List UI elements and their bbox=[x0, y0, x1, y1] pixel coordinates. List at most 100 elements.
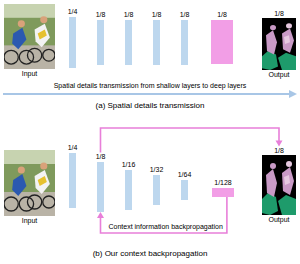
feature-bar bbox=[97, 162, 104, 212]
input-photo bbox=[4, 4, 55, 69]
picture-part bbox=[278, 53, 296, 70]
feature-map-node: 1/16 bbox=[122, 161, 136, 210]
connector-line bbox=[100, 128, 279, 153]
label-holder: Spatial details transmission from shallo… bbox=[54, 82, 247, 90]
feature-bar bbox=[181, 180, 188, 200]
feature-bar bbox=[97, 20, 104, 65]
label-holder: (a) Spatial details transmission bbox=[96, 101, 205, 111]
scale-label: 1/32 bbox=[150, 166, 164, 174]
picture-part bbox=[266, 169, 277, 197]
feature-map-node: 1/4 bbox=[68, 144, 78, 208]
segmentation-output bbox=[262, 155, 296, 215]
scale-label: 1/8 bbox=[96, 11, 106, 19]
picture-part bbox=[12, 28, 26, 50]
image-node: Input bbox=[4, 4, 55, 78]
arrow-head bbox=[97, 212, 104, 218]
picture-part bbox=[278, 195, 296, 215]
image-node: 1/8Output bbox=[262, 10, 296, 80]
feature-bar bbox=[211, 20, 233, 64]
picture-part bbox=[4, 150, 55, 216]
picture-part bbox=[262, 51, 278, 70]
picture-part bbox=[18, 20, 25, 27]
scale-label: 1/8 bbox=[124, 11, 134, 19]
feature-map-node: 1/8 bbox=[124, 11, 134, 65]
feature-bar bbox=[153, 175, 160, 205]
picture-part bbox=[284, 35, 290, 44]
scale-label: 1/4 bbox=[68, 8, 78, 16]
feature-bar bbox=[153, 20, 160, 65]
connector-line bbox=[100, 197, 226, 233]
feature-map-node: 1/4 bbox=[68, 8, 78, 68]
picture-part bbox=[284, 175, 290, 185]
feature-bar bbox=[69, 17, 76, 68]
transmission-arrow-line bbox=[3, 93, 290, 95]
scale-label: 1/8 bbox=[96, 153, 106, 161]
panel-caption: (a) Spatial details transmission bbox=[96, 101, 205, 111]
picture-part bbox=[38, 176, 47, 186]
label-holder: (b) Our context backpropagation bbox=[93, 249, 208, 259]
picture-part bbox=[4, 4, 55, 69]
feature-map-node: 1/8 bbox=[152, 11, 162, 65]
flow-note: Spatial details transmission from shallo… bbox=[54, 82, 247, 90]
image-label: Input bbox=[22, 70, 38, 78]
feature-bar bbox=[212, 188, 234, 197]
arrow-head bbox=[276, 141, 283, 147]
picture-part bbox=[286, 161, 292, 167]
picture-part bbox=[262, 18, 296, 70]
picture-part bbox=[4, 4, 55, 18]
scale-label: 1/8 bbox=[217, 11, 227, 19]
scale-label: 1/8 bbox=[180, 11, 190, 19]
connector bbox=[97, 197, 227, 233]
feature-bar bbox=[125, 170, 132, 210]
scale-label: 1/8 bbox=[274, 10, 284, 18]
picture-part bbox=[43, 196, 55, 208]
image-label: Output bbox=[268, 71, 289, 79]
picture-part bbox=[43, 49, 55, 61]
feature-map-node: 1/32 bbox=[150, 166, 164, 205]
picture-part bbox=[282, 28, 294, 52]
picture-part bbox=[4, 192, 55, 216]
feature-bar bbox=[125, 20, 132, 65]
picture-part bbox=[40, 16, 47, 23]
scale-label: 1/4 bbox=[68, 144, 78, 152]
picture-part bbox=[18, 167, 25, 174]
input-photo bbox=[4, 150, 55, 216]
picture-part bbox=[262, 193, 278, 215]
feature-map-node: 1/8 bbox=[96, 11, 106, 65]
feature-map-node: 1/8 bbox=[211, 11, 233, 64]
picture-part bbox=[35, 24, 50, 48]
label-holder: Context information backpropagation bbox=[108, 223, 222, 231]
image-node: 1/8Output bbox=[262, 147, 296, 225]
image-label: Input bbox=[22, 217, 38, 225]
segmentation-output bbox=[262, 18, 296, 70]
feature-map-node: 1/64 bbox=[178, 171, 192, 200]
picture-part bbox=[266, 30, 277, 54]
picture-part bbox=[38, 30, 47, 40]
picture-part bbox=[282, 167, 294, 195]
feature-map-node: 1/128 bbox=[212, 179, 234, 197]
picture-part bbox=[27, 195, 41, 209]
panel-caption: (b) Our context backpropagation bbox=[93, 249, 208, 259]
scale-label: 1/128 bbox=[214, 179, 232, 187]
picture-part bbox=[40, 163, 47, 170]
scale-label: 1/8 bbox=[274, 147, 284, 155]
edge-label: Context information backpropagation bbox=[108, 223, 222, 231]
picture-part bbox=[270, 163, 276, 169]
picture-part bbox=[4, 150, 55, 164]
feature-bar bbox=[69, 153, 76, 208]
feature-map-node: 1/8 bbox=[96, 153, 106, 212]
picture-part bbox=[4, 197, 18, 211]
picture-part bbox=[4, 50, 18, 64]
scale-label: 1/8 bbox=[152, 11, 162, 19]
image-label: Output bbox=[268, 216, 289, 224]
image-node: Input bbox=[4, 150, 55, 225]
feature-map-node: 1/8 bbox=[180, 11, 190, 65]
connector bbox=[100, 128, 282, 153]
scale-label: 1/16 bbox=[122, 161, 136, 169]
picture-part bbox=[12, 174, 26, 196]
picture-part bbox=[286, 23, 292, 28]
transmission-arrow-head bbox=[289, 90, 297, 98]
picture-part bbox=[35, 170, 50, 194]
picture-part bbox=[262, 155, 296, 215]
